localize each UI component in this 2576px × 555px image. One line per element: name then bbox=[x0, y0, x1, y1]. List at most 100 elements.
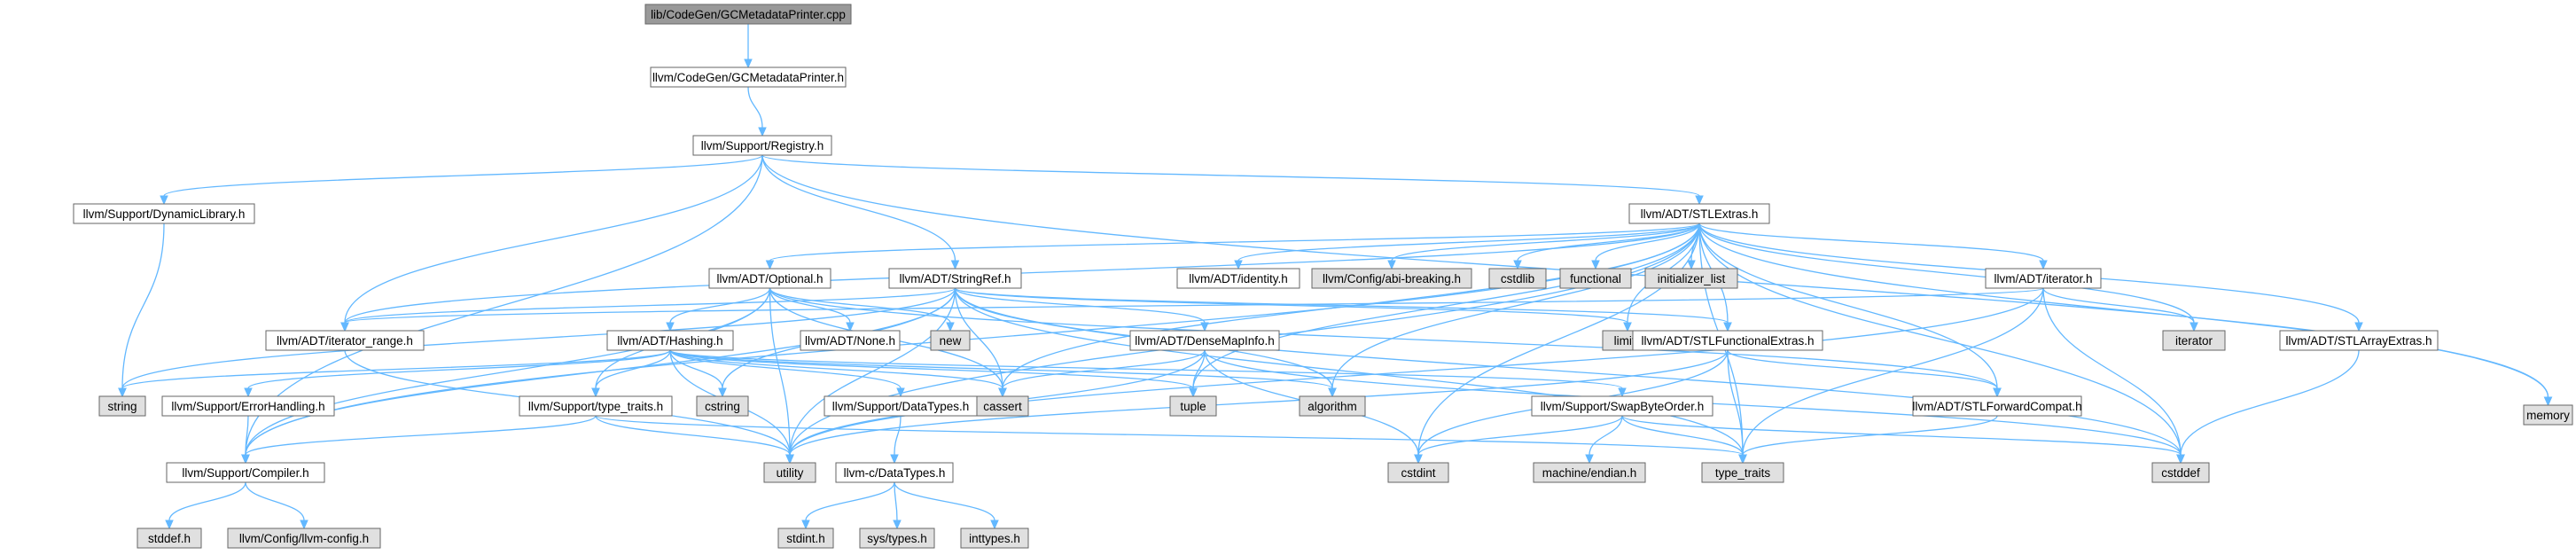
node-identity[interactable]: llvm/ADT/identity.h bbox=[1176, 268, 1300, 289]
edge-line bbox=[1621, 415, 1744, 456]
node-box bbox=[1169, 395, 1217, 417]
edge-line bbox=[769, 223, 1700, 262]
node-box bbox=[650, 66, 847, 88]
edge-arrowhead bbox=[2176, 454, 2185, 465]
edge-gcmp_cpp-to-gcmp_h bbox=[744, 23, 753, 69]
node-label: llvm/ADT/Optional.h bbox=[716, 272, 823, 285]
edge-line bbox=[1621, 415, 2182, 456]
edge-stlextras-to-stlfwd bbox=[1698, 223, 2002, 398]
node-label: inttypes.h bbox=[969, 532, 1020, 545]
node-box bbox=[73, 203, 255, 224]
edge-line bbox=[769, 287, 791, 456]
node-box bbox=[644, 4, 852, 25]
edge-arrowhead bbox=[785, 454, 794, 465]
node-systypes: sys/types.h bbox=[859, 528, 935, 549]
edge-arrowhead bbox=[946, 322, 955, 332]
node-label: initializer_list bbox=[1658, 272, 1726, 285]
edge-stlextras-to-memory bbox=[1698, 223, 2553, 407]
node-label: new bbox=[940, 334, 962, 348]
node-cdatatypes[interactable]: llvm-c/DataTypes.h bbox=[835, 462, 954, 483]
edge-arrowhead bbox=[2039, 260, 2048, 270]
edge-cdatatypes-to-systypes bbox=[893, 481, 902, 530]
edge-line bbox=[2042, 287, 2195, 324]
edge-line bbox=[669, 349, 1194, 389]
edge-stlextras-to-abibreak bbox=[1387, 223, 1700, 270]
edge-arrowhead bbox=[1695, 195, 1704, 206]
node-box bbox=[1559, 268, 1632, 289]
node-compiler[interactable]: llvm/Support/Compiler.h bbox=[166, 462, 325, 483]
node-label: llvm/ADT/Hashing.h bbox=[617, 334, 722, 348]
node-box bbox=[1129, 330, 1280, 351]
node-stddef: stddef.h bbox=[137, 528, 202, 549]
edge-line bbox=[1727, 349, 1998, 389]
edge-arrowhead bbox=[1618, 387, 1627, 398]
node-stlfwd[interactable]: llvm/ADT/STLForwardCompat.h bbox=[1912, 395, 2082, 417]
node-starray[interactable]: llvm/ADT/STLArrayExtras.h bbox=[2279, 330, 2439, 351]
edge-line bbox=[1002, 349, 1206, 389]
edge-arrowhead bbox=[241, 454, 250, 465]
node-swapbyte[interactable]: llvm/Support/SwapByteOrder.h bbox=[1531, 395, 1713, 417]
node-iteratorsys: iterator bbox=[2162, 330, 2226, 351]
node-label: llvm/ADT/StringRef.h bbox=[899, 272, 1011, 285]
edge-stringref-to-stlfunc bbox=[954, 287, 1732, 332]
edge-line bbox=[789, 349, 1729, 456]
edge-hashing-to-datatypes bbox=[669, 349, 905, 398]
node-itrange[interactable]: llvm/ADT/iterator_range.h bbox=[265, 330, 425, 351]
node-box bbox=[1632, 330, 1823, 351]
node-densemap[interactable]: llvm/ADT/DenseMapInfo.h bbox=[1129, 330, 1280, 351]
node-box bbox=[98, 395, 146, 417]
node-stringref[interactable]: llvm/ADT/StringRef.h bbox=[888, 268, 1022, 289]
node-registry[interactable]: llvm/Support/Registry.h bbox=[692, 135, 832, 156]
node-gcmp_h[interactable]: llvm/CodeGen/GCMetadataPrinter.h bbox=[650, 66, 847, 88]
edge-line bbox=[121, 223, 165, 389]
node-typetraits: type_traits bbox=[1701, 462, 1784, 483]
edge-line bbox=[769, 287, 1998, 389]
node-box bbox=[777, 528, 834, 549]
edge-adtiterator-to-iteratorsys bbox=[2042, 287, 2198, 332]
edge-line bbox=[669, 349, 1623, 389]
node-none[interactable]: llvm/ADT/None.h bbox=[800, 330, 901, 351]
node-stlfunc[interactable]: llvm/ADT/STLFunctionalExtras.h bbox=[1632, 330, 1823, 351]
edge-arrowhead bbox=[1591, 260, 1600, 270]
node-optional[interactable]: llvm/ADT/Optional.h bbox=[708, 268, 831, 289]
edge-line bbox=[595, 415, 1744, 456]
edge-arrowhead bbox=[758, 127, 767, 137]
edge-stlextras-to-functional bbox=[1591, 223, 1700, 270]
node-box bbox=[606, 330, 734, 351]
node-errhandling[interactable]: llvm/Support/ErrorHandling.h bbox=[161, 395, 335, 417]
node-box bbox=[2279, 330, 2439, 351]
node-box bbox=[1644, 268, 1738, 289]
node-dynlib[interactable]: llvm/Support/DynamicLibrary.h bbox=[73, 203, 255, 224]
edge-densemap-to-tuple bbox=[1189, 349, 1206, 398]
node-stlextras[interactable]: llvm/ADT/STLExtras.h bbox=[1628, 203, 1770, 224]
node-typetraitsh[interactable]: llvm/Support/type_traits.h bbox=[519, 395, 673, 417]
edge-line bbox=[761, 154, 956, 262]
edge-arrowhead bbox=[1414, 454, 1423, 465]
node-adtiterator[interactable]: llvm/ADT/iterator.h bbox=[1985, 268, 2102, 289]
node-hashing[interactable]: llvm/ADT/Hashing.h bbox=[606, 330, 734, 351]
edge-arrowhead bbox=[896, 387, 905, 398]
edge-line bbox=[1589, 415, 1623, 456]
edge-line bbox=[163, 154, 763, 197]
edge-swapbyte-to-cstddef bbox=[1621, 415, 2185, 465]
edge-optional-to-hashing bbox=[666, 287, 771, 332]
node-datatypes[interactable]: llvm/Support/DataTypes.h bbox=[824, 395, 978, 417]
node-box bbox=[1531, 395, 1713, 417]
node-box bbox=[2523, 404, 2573, 426]
node-label: llvm/ADT/iterator.h bbox=[1994, 272, 2092, 285]
edge-line bbox=[1698, 223, 1998, 389]
node-box bbox=[1985, 268, 2102, 289]
edge-line bbox=[1595, 223, 1700, 262]
edge-registry-to-stlextras bbox=[761, 154, 1704, 206]
edge-optional-to-none bbox=[769, 287, 855, 332]
edge-line bbox=[894, 481, 898, 521]
edge-line bbox=[245, 415, 249, 456]
edge-cdatatypes-to-inttypes bbox=[894, 481, 999, 530]
node-box bbox=[960, 528, 1029, 549]
edge-densemap-to-cassert bbox=[998, 349, 1206, 398]
edge-arrowhead bbox=[1585, 454, 1594, 465]
node-memory: memory bbox=[2523, 404, 2573, 426]
node-label: type_traits bbox=[1715, 466, 1771, 480]
edge-arrowhead bbox=[1723, 322, 1732, 332]
